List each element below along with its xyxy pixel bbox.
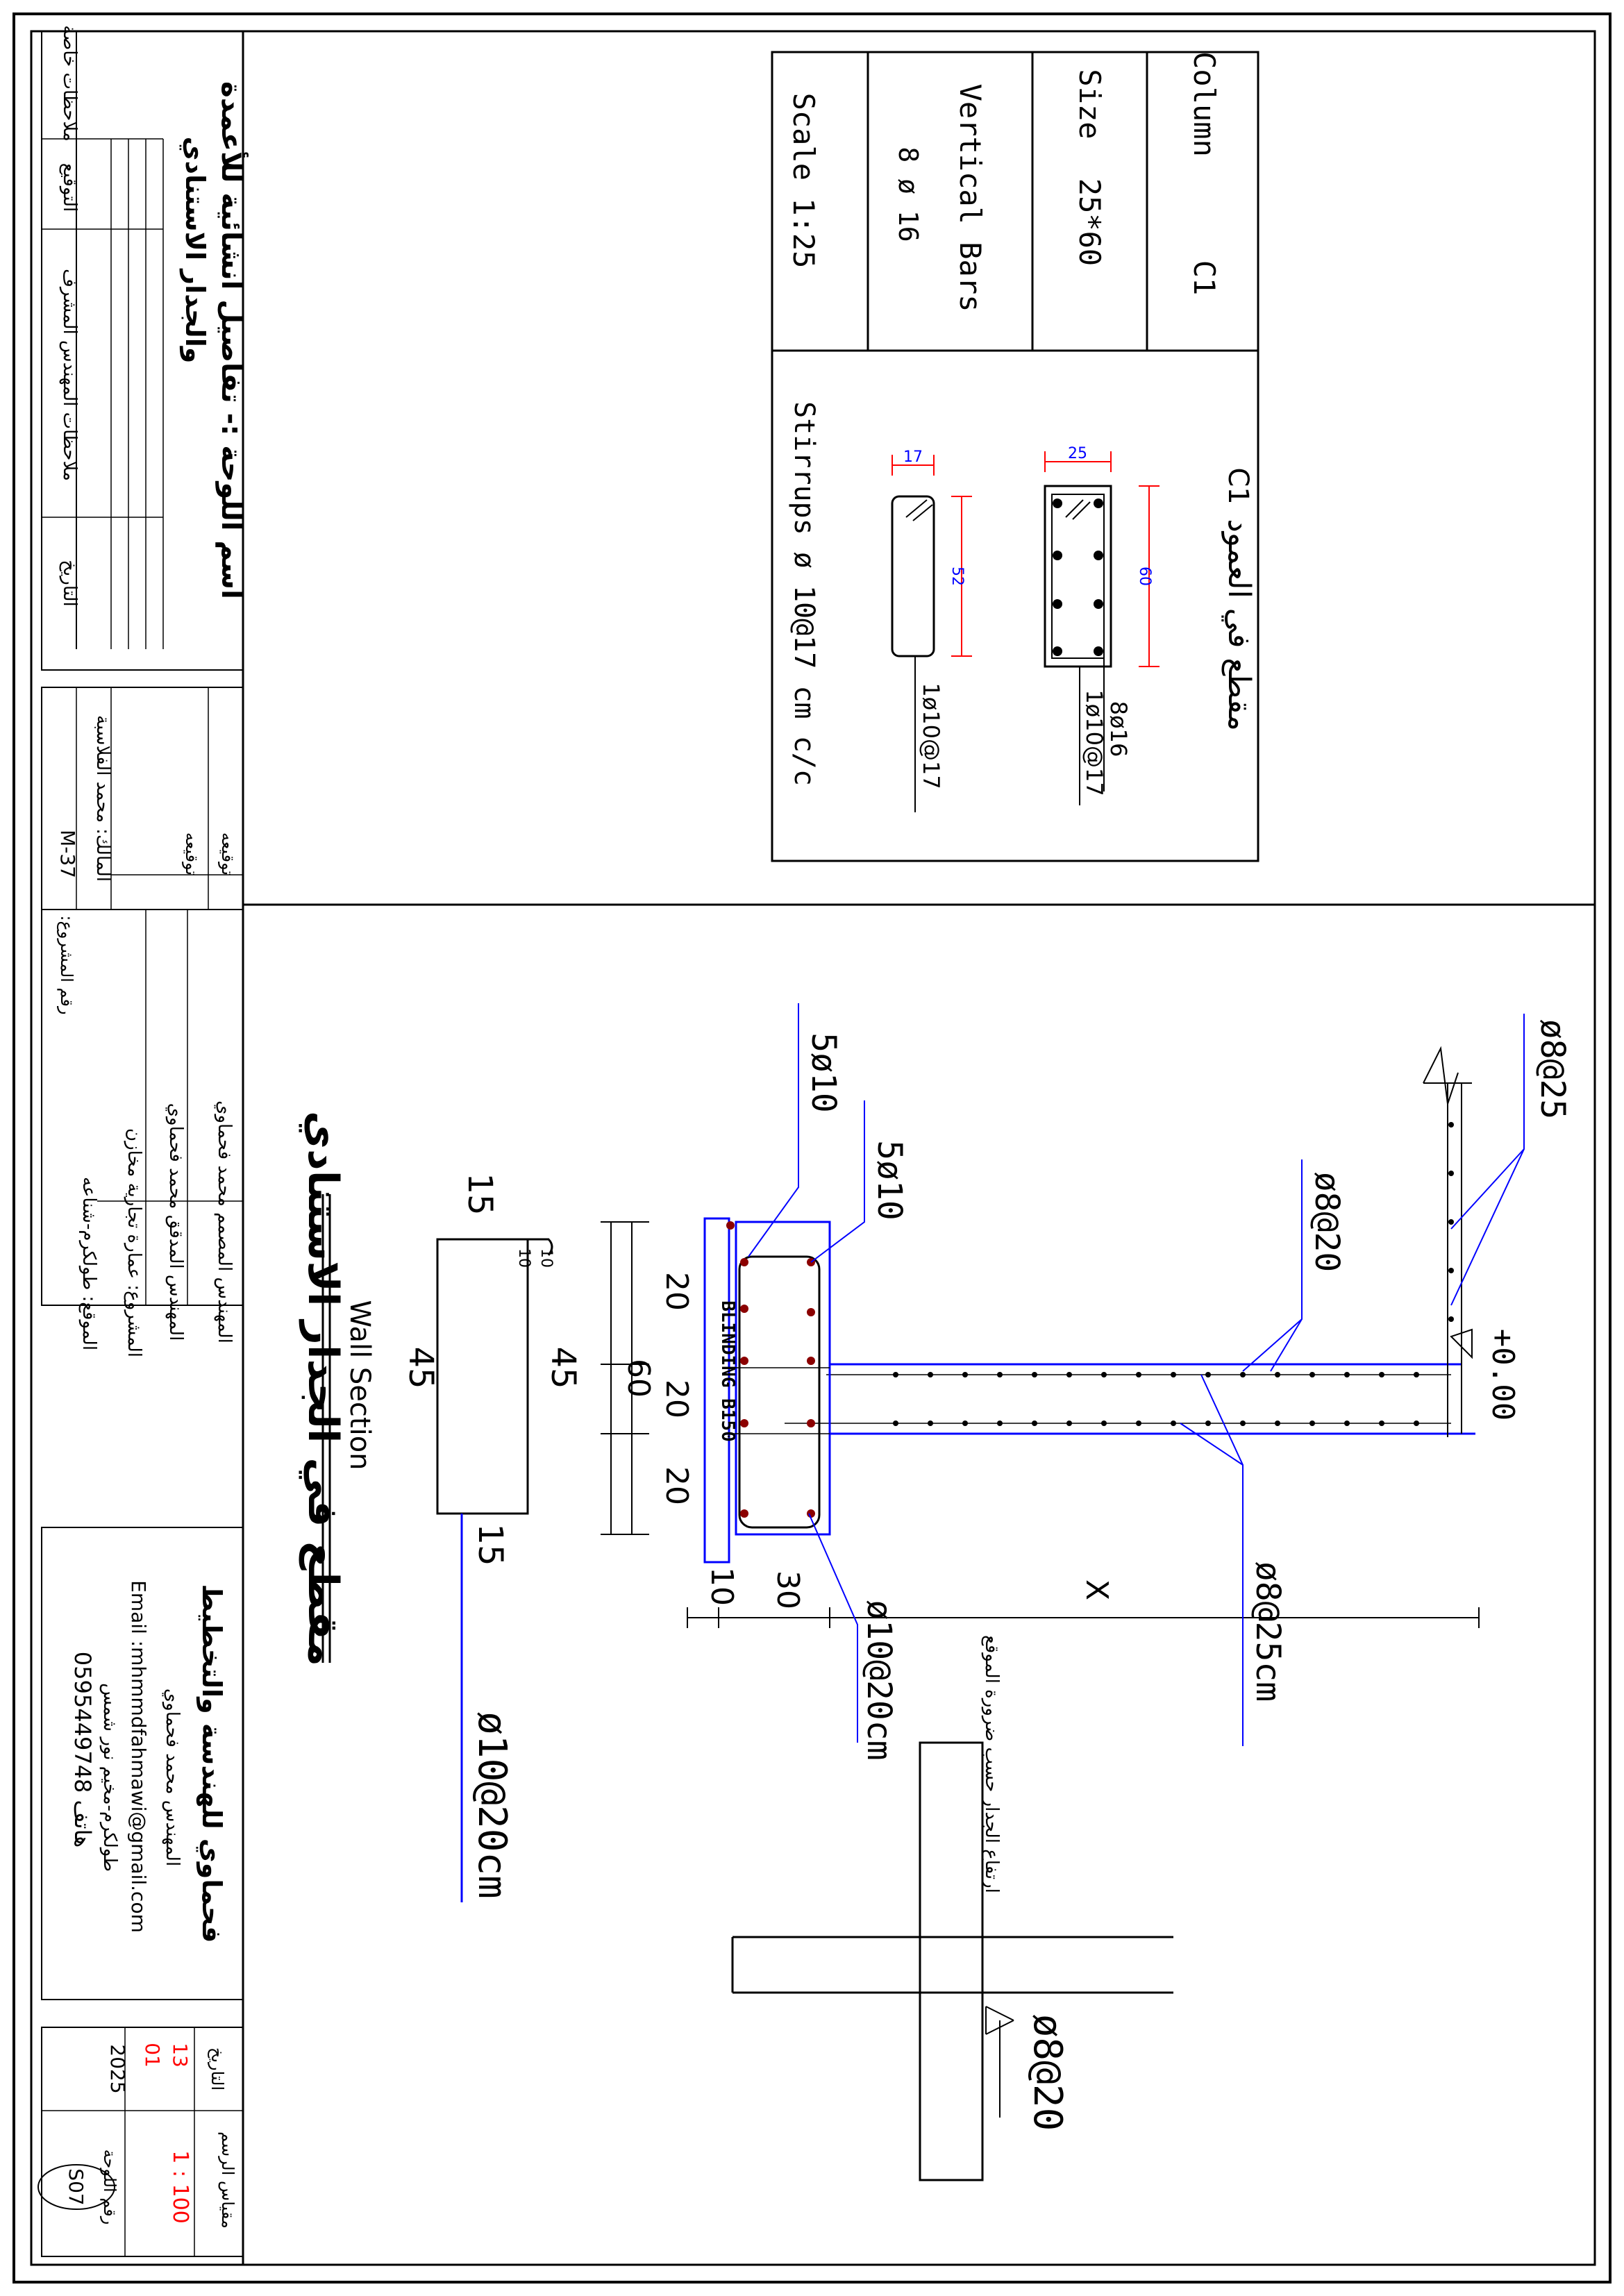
wall-section: BLINDING B150 20 20 20 60 10 30 X ارتفاع… <box>299 1003 1572 2181</box>
dim-20c: 20 <box>659 1466 694 1505</box>
office-email: Email :mhmmdfahmawi@gmail.com <box>127 1580 150 1933</box>
size-value: 25*60 <box>1073 178 1107 266</box>
designer-text: المهندس المصمم محمد فحماوي <box>214 1100 235 1343</box>
date-year: 2025 <box>106 2044 129 2093</box>
project-text: المشروع: عمارة تجارية مخازن <box>124 1128 144 1357</box>
column-id: C1 <box>1187 260 1221 296</box>
bottom-detail: ø8@20 <box>731 1936 1173 2131</box>
sheet-title-line2: والجدار الاستنادي <box>179 137 210 364</box>
bars-label: 8ø16 <box>1105 701 1132 757</box>
scale-label: مقياس الرسم <box>218 2131 237 2229</box>
column-bars <box>1053 498 1103 656</box>
dim-depth: 60 <box>1136 567 1153 586</box>
dim-10: 10 <box>704 1567 739 1606</box>
column-section-id: C1 <box>1222 467 1254 504</box>
bottom-bar-label: ø8@20 <box>1025 2014 1070 2131</box>
sheet-no-circle <box>37 2164 115 2210</box>
title-block: ملاحظات خاصة التوقيع ملاحظات المهندس الم… <box>37 25 249 2257</box>
stirrup-label-b: 1ø10@17 <box>918 682 944 789</box>
bar-foot-bot-label: 5ø10 <box>870 1140 909 1221</box>
wall-height-note: ارتفاع الجدار حسب ضرورة الموقع <box>981 1635 1002 1893</box>
stirrups-text: Stirrups ø 10@17 cm c/c <box>788 401 820 786</box>
dim-stirrup-w: 17 <box>903 449 923 466</box>
sheet-no-label: رقم اللوحة <box>100 2150 119 2225</box>
wall-title-en: Wall Section <box>344 1300 376 1470</box>
bar-horiz-label: ø8@25cm <box>1248 1561 1287 1702</box>
date-label: التاريخ <box>208 2047 227 2090</box>
date-day: 13 <box>169 2043 192 2068</box>
meta-box <box>41 2027 244 2257</box>
sheet-title-line1: اسم اللوحة :- تفاصيل انشائية للأعمدة <box>215 81 249 599</box>
project-no-label: :رقم المشروع <box>57 915 76 1014</box>
detail-10a: 10 <box>537 1248 555 1268</box>
dim-60: 60 <box>621 1359 656 1398</box>
outer-border <box>12 12 1612 2284</box>
scale-text: Scale 1:25 <box>787 93 821 269</box>
office-engineer: المهندس محمد فحماوي <box>162 1689 183 1866</box>
column-section-rect <box>1044 485 1112 668</box>
dim-30: 30 <box>770 1570 805 1609</box>
blinding <box>703 1217 730 1564</box>
bottom-bar-section <box>919 1741 984 2181</box>
sheet-no: S07 <box>65 2168 87 2205</box>
footing <box>735 1221 831 1536</box>
dim-20a: 20 <box>659 1272 694 1311</box>
stirrup-label-a: 1ø10@17 <box>1081 689 1107 796</box>
wall-bars <box>893 1122 1454 1426</box>
date-col-label: التاريخ <box>59 560 80 607</box>
dim-x: X <box>1079 1579 1114 1600</box>
column-section-title: مقطع في العمود <box>1221 519 1257 731</box>
date-month: 01 <box>141 2043 164 2068</box>
dim-20b: 20 <box>659 1380 694 1418</box>
detail-bar-label: ø10@20cm <box>469 1711 514 1899</box>
sig-label-2: توقيعه <box>182 832 201 875</box>
sig-label-1: توقيعه <box>218 832 237 875</box>
stirrup-shape <box>891 495 935 657</box>
size-label: Size <box>1073 69 1107 139</box>
detail-45b: 45 <box>401 1346 440 1389</box>
inner-border <box>30 30 1596 2266</box>
detail-15a: 15 <box>460 1173 499 1215</box>
bar-mid-label: ø8@20 <box>1307 1172 1346 1273</box>
column-table: Column C1 Size 25*60 Vertical Bars 8 ø 1… <box>771 51 1259 862</box>
column-label: Column <box>1187 51 1221 157</box>
level-label: +0.00 <box>1485 1329 1521 1421</box>
scale-value: 1 : 100 <box>168 2150 192 2224</box>
detail-15b: 15 <box>471 1523 510 1566</box>
checker-text: المهندس المدقق محمد فحماوي <box>165 1103 186 1341</box>
special-notes-label: ملاحظات خاصة <box>59 25 80 142</box>
office-box <box>41 1527 244 2000</box>
office-phone: 0595449748 هاتف <box>69 1652 96 1847</box>
office-name: فحماوي للهندسة والتخطيط <box>196 1584 227 1943</box>
detail-10b: 10 <box>515 1248 533 1268</box>
bar-top-label: ø8@25 <box>1533 1019 1572 1120</box>
blinding-label: BLINDING B150 <box>717 1300 738 1442</box>
vbars-label: Vertical Bars <box>953 84 987 312</box>
vbars-value: 8 ø 16 <box>893 146 923 242</box>
site-text: الموقع: طولكرم-شناعه <box>78 1177 99 1350</box>
owner-text: المالك: محمد الفلاسبة <box>92 715 113 882</box>
bar-foot-top-label: 5ø10 <box>804 1032 843 1113</box>
engineer-notes-label: ملاحظات المهندس المشرف <box>59 269 80 481</box>
bar-foot-label: ø10@20cm <box>860 1600 898 1760</box>
office-address: طولكرم-مخيم نور شمس <box>99 1683 120 1872</box>
detail-45a: 45 <box>544 1346 583 1389</box>
project-no: M-37 <box>56 830 79 878</box>
dim-stirrup-d: 52 <box>948 567 966 586</box>
designer-box <box>41 909 244 1306</box>
dim-width: 25 <box>1068 445 1087 462</box>
stirrup-detail <box>436 1238 529 1515</box>
signature-label: التوقيع <box>59 163 80 212</box>
